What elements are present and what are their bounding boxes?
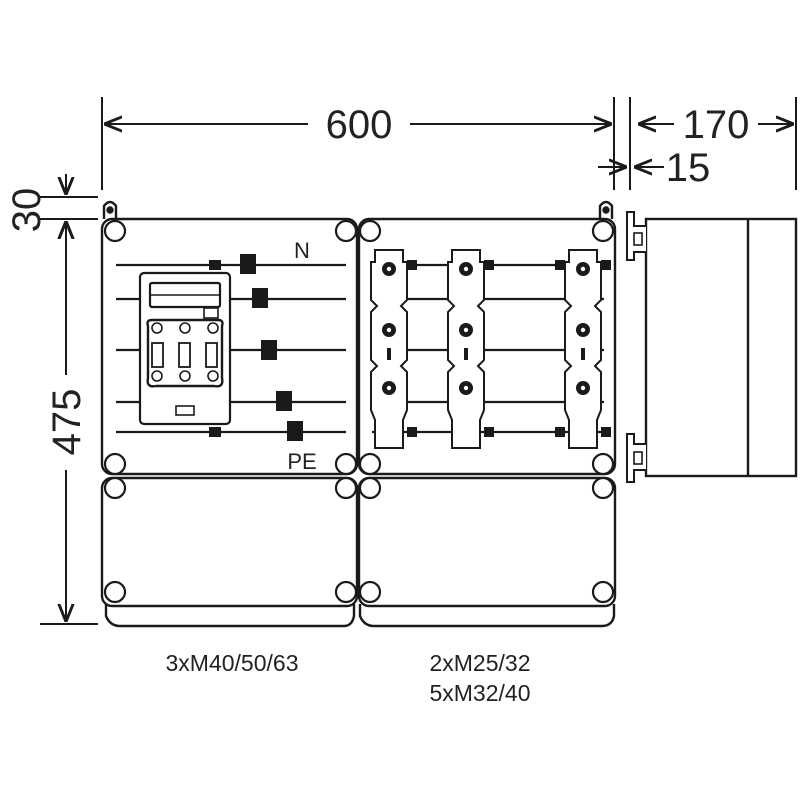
terminal-block: [484, 260, 494, 270]
pe-label: PE: [287, 449, 316, 474]
width-dimension: 600: [106, 103, 610, 147]
terminal-block: [555, 427, 565, 437]
fuse-switch-disconnector: [138, 271, 232, 426]
lower-left-box: [100, 476, 359, 608]
fuse-base: [555, 249, 611, 449]
terminal-block: [407, 427, 417, 437]
terminal-block: [484, 427, 494, 437]
terminal-block: [601, 427, 611, 437]
side-view: [626, 211, 798, 483]
depth-value: 170: [683, 103, 750, 147]
fuse-base: [447, 249, 494, 449]
dimension-lines: [40, 97, 797, 625]
left-entry-caption: 3xM40/50/63: [166, 650, 299, 676]
corner-screws: [103, 219, 615, 604]
right-entry-caption-2: 5xM32/40: [429, 680, 530, 706]
height-dimension: 475: [45, 223, 89, 620]
right-entry-caption-1: 2xM25/32: [429, 650, 530, 676]
fuse-base: [370, 249, 417, 449]
terminal-block: [555, 260, 565, 270]
fuse-bases: [370, 249, 611, 449]
offset-value: 15: [666, 146, 711, 190]
busbar-terminals-left: [209, 254, 303, 441]
depth-dimension: 170: [640, 103, 792, 147]
upper-right-box: [357, 217, 617, 476]
offset-dimension: 15: [598, 146, 710, 190]
width-value: 600: [326, 103, 393, 147]
neutral-label: N: [294, 238, 310, 263]
terminal-block: [601, 260, 611, 270]
terminal-block: [407, 260, 417, 270]
height-value: 475: [45, 389, 89, 456]
top-margin-value: 30: [5, 188, 49, 233]
top-margin-dimension: 30: [5, 174, 66, 245]
lower-right-box: [357, 476, 617, 608]
